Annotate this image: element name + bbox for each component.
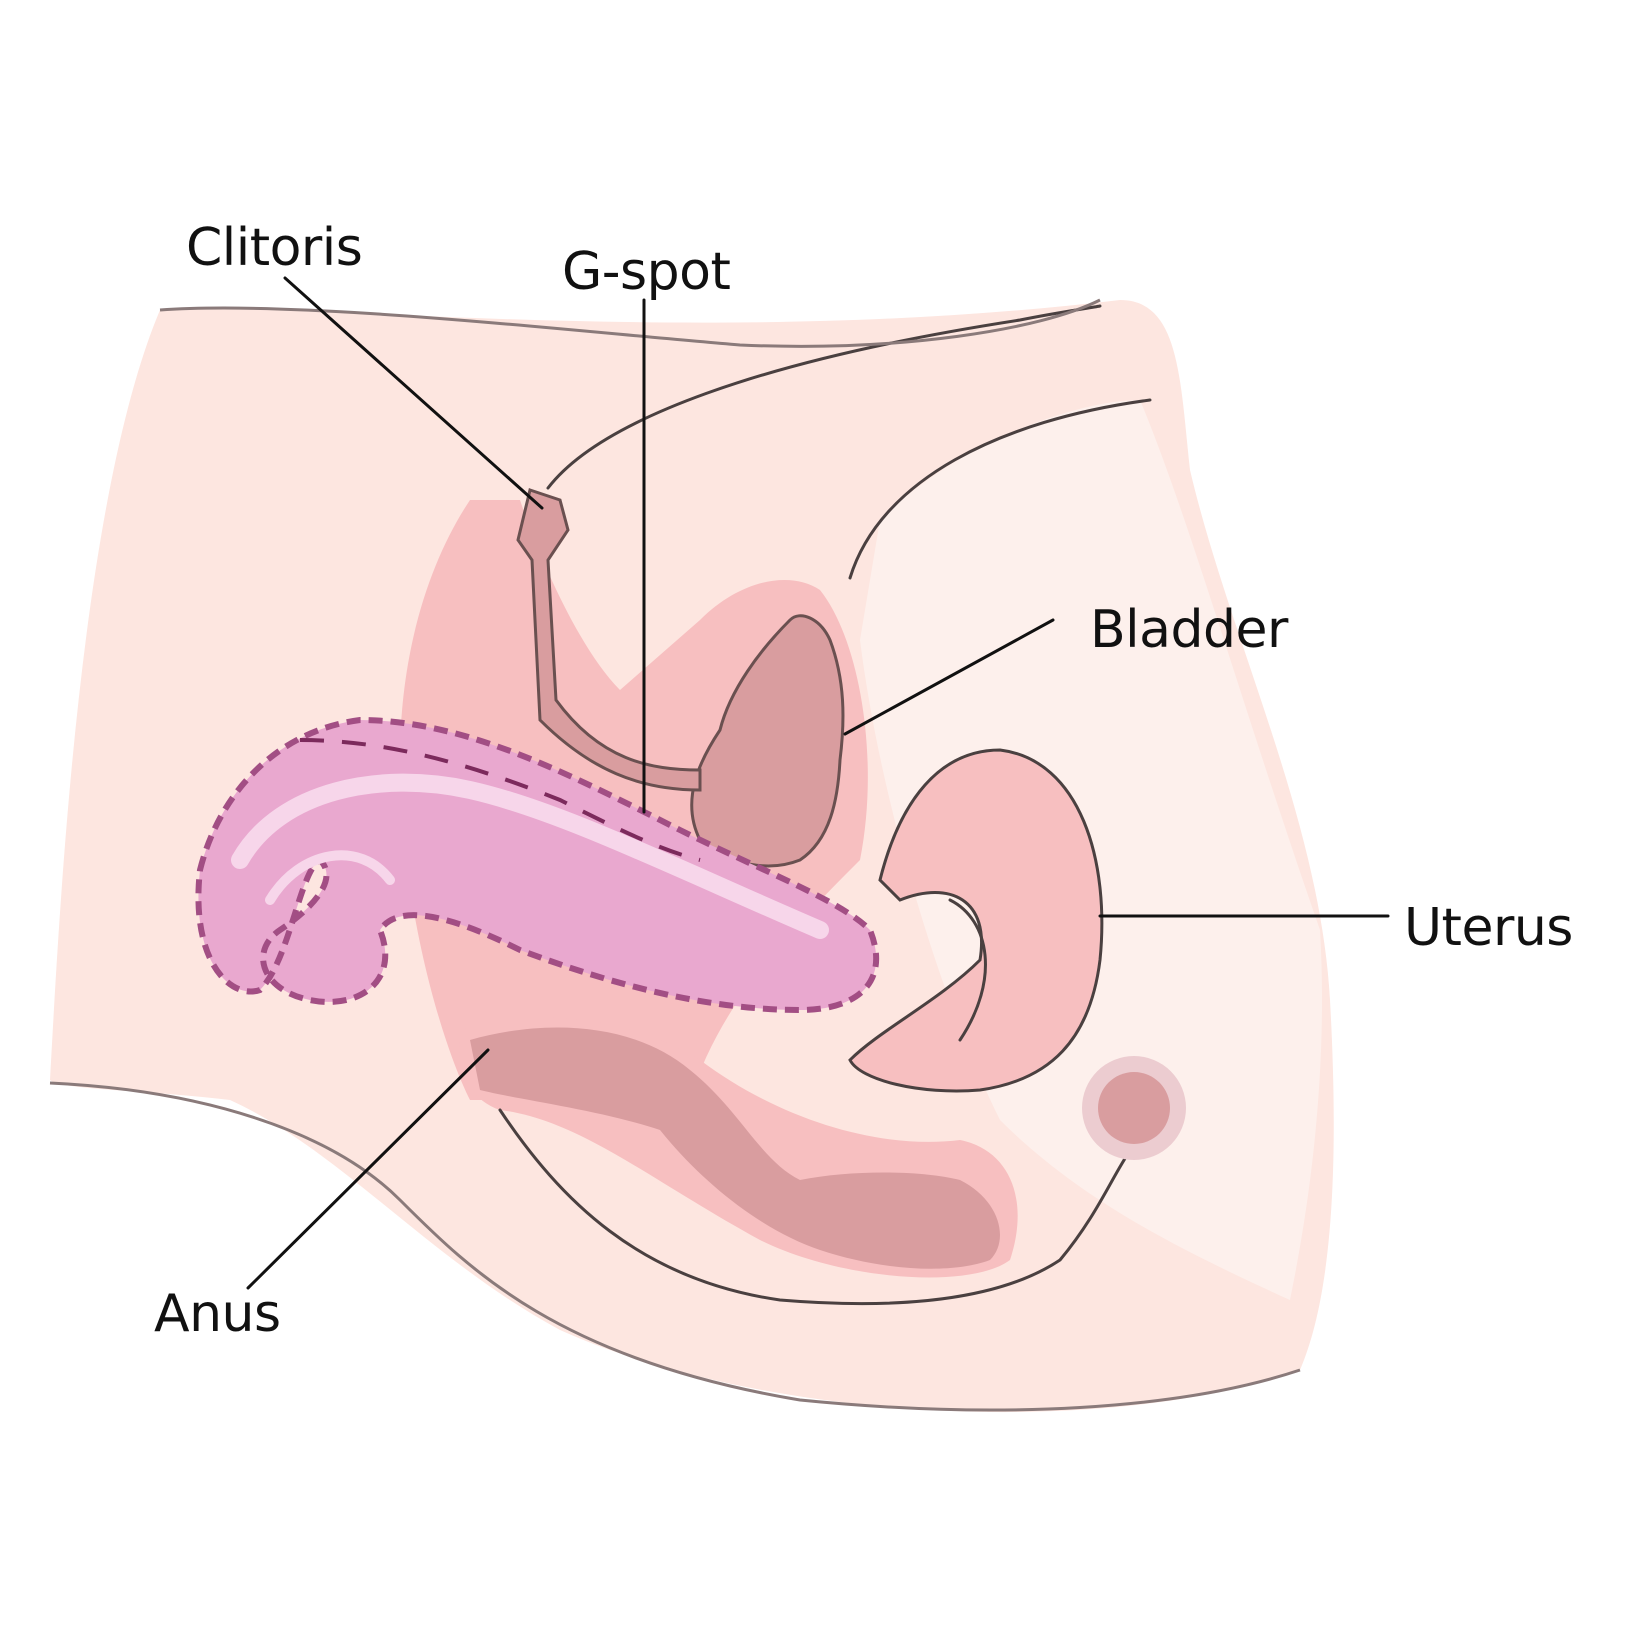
label-anus: Anus [154,1284,281,1344]
anus-leader-line [246,1048,490,1290]
insertable-object [195,716,880,1014]
uterus-fold [948,898,987,1042]
label-uterus: Uterus [1404,898,1573,958]
rectum-inner [470,1027,1000,1269]
label-bladder: Bladder [1090,600,1288,660]
clitoris-leader-line [283,276,544,510]
urethra-shape [516,488,702,792]
spine-curve [848,398,1152,580]
label-g-spot: G-spot [562,242,731,302]
bladder-shape [690,614,845,868]
bladder-leader-line [843,618,1055,736]
rectum-outline [498,1108,1152,1306]
bottom-skin-line [49,1081,1301,1412]
uterus-shape [848,748,1104,1093]
top-skin-line [159,298,1101,348]
label-clitoris: Clitoris [186,218,363,278]
ovary-inner [1098,1072,1170,1144]
